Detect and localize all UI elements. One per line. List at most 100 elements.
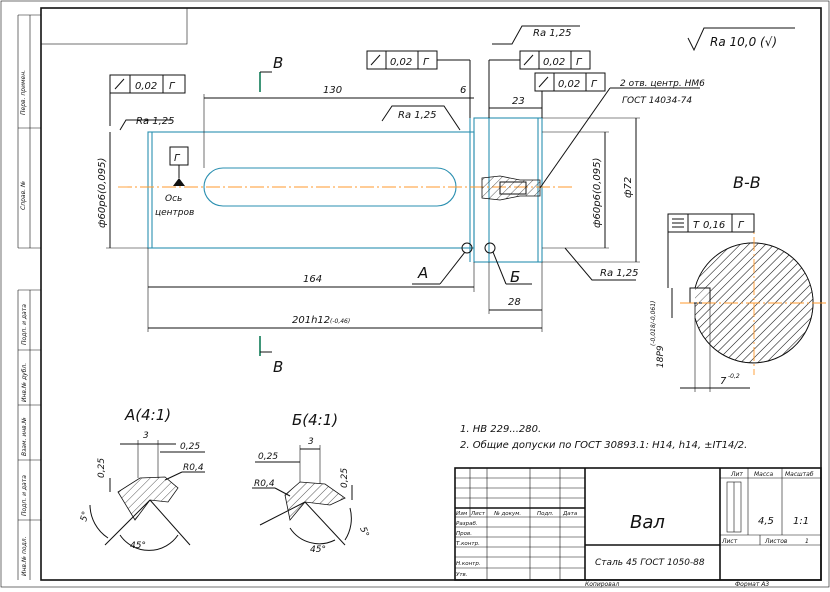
svg-text:Т: Т: [693, 220, 700, 231]
svg-text:Дата: Дата: [562, 511, 578, 517]
runout-top-datum: Г: [423, 57, 430, 68]
svg-text:R0,4: R0,4: [254, 479, 275, 489]
svg-text:Формат A3: Формат A3: [735, 581, 769, 588]
note-1: 1. HB 229...280.: [460, 424, 541, 435]
svg-text:0,25: 0,25: [180, 442, 200, 452]
svg-text:7: 7: [720, 376, 727, 387]
svg-text:3: 3: [143, 431, 149, 441]
svg-text:Б: Б: [510, 268, 520, 286]
detail-a-title: А(4:1): [124, 406, 171, 424]
runout-right-value: 0,02: [543, 57, 565, 68]
ra-top-text: Ra 1,25: [533, 28, 572, 39]
svg-text:ГОСТ 14034-74: ГОСТ 14034-74: [622, 96, 692, 106]
runout-top-value: 0,02: [390, 57, 412, 68]
svg-text:В: В: [273, 54, 283, 72]
dim-130: 130: [203, 85, 470, 168]
general-roughness: Ra 10,0 (√): [687, 27, 795, 52]
svg-text:130: 130: [323, 85, 342, 96]
detail-b: Б(4:1) 3 0,25 0,25 R0,4 5° 45°: [252, 411, 370, 555]
svg-text:201h12: 201h12: [292, 315, 330, 326]
dim-dia-72: ф72: [542, 117, 640, 263]
ra-right-text: Ra 1,25: [600, 268, 639, 279]
svg-text:23: 23: [512, 96, 525, 107]
ra-top: Ra 1,25: [492, 25, 580, 45]
svg-text:0,25: 0,25: [97, 458, 107, 478]
svg-text:Разраб.: Разраб.: [456, 521, 478, 527]
dim-28: 28: [488, 262, 543, 332]
perv-primen-label: Перв. примен.: [20, 70, 27, 115]
svg-text:ф72: ф72: [623, 177, 634, 198]
svg-text:Листов: Листов: [764, 538, 788, 545]
shaft-left-journal: [147, 131, 475, 249]
svg-text:Лист: Лист: [721, 538, 738, 545]
svg-text:(-0,018/-0,061): (-0,018/-0,061): [650, 301, 657, 346]
runout-right-datum: Г: [576, 57, 583, 68]
axis-label-2: центров: [155, 208, 194, 218]
svg-text:2 отв. центр. НМ6: 2 отв. центр. НМ6: [620, 79, 705, 89]
svg-text:№ докум.: № докум.: [493, 511, 521, 517]
axis-label-1: Ось: [165, 194, 182, 204]
svg-text:4,5: 4,5: [758, 516, 774, 527]
svg-text:-0,2: -0,2: [728, 373, 740, 380]
left-margin-upper: Перв. примен. Справ. №: [17, 14, 41, 249]
svg-text:45°: 45°: [310, 545, 326, 555]
title-block: Изм Лист № докум. Подп. Дата Разраб. Про…: [454, 467, 822, 588]
dim-dia-left: ф60р6(0,095): [97, 132, 148, 249]
section-mark-bottom: В: [259, 336, 283, 376]
top-left-box: [40, 7, 188, 45]
svg-text:Лит: Лит: [730, 471, 743, 478]
svg-text:(-0,46): (-0,46): [330, 318, 350, 325]
podp-data-label-2: Подп. и дата: [21, 475, 28, 516]
runout-left-datum: Г: [169, 81, 176, 92]
runout-frame-top: 0,02 Г: [366, 50, 471, 118]
svg-text:0,25: 0,25: [340, 468, 350, 488]
runout-right2-value: 0,02: [558, 79, 580, 90]
dim-23: 23: [489, 96, 542, 109]
center-hole-section: [481, 175, 541, 201]
datum-g-marker: Г Ось центров: [155, 146, 194, 218]
runout-frame-right-1: 0,02 Г: [488, 50, 591, 118]
svg-text:Копировал: Копировал: [585, 581, 619, 588]
svg-text:Н.контр.: Н.контр.: [456, 561, 481, 567]
datum-g-text: Г: [174, 153, 181, 164]
ra-left-text: Ra 1,25: [136, 116, 175, 127]
label-b-leader: Б: [492, 251, 532, 286]
svg-text:0,16: 0,16: [703, 220, 725, 231]
dim-6: 6: [456, 85, 474, 99]
note-2: 2. Общие допуски по ГОСТ 30893.1: H14, h…: [460, 439, 747, 451]
runout-right2-datum: Г: [591, 79, 598, 90]
svg-text:А: А: [417, 264, 428, 282]
dim-164: 164: [147, 248, 475, 332]
runout-frame-right-2: 0,02 Г: [534, 72, 606, 118]
svg-text:Утв.: Утв.: [456, 572, 468, 578]
ra-mid: Ra 1,25: [381, 105, 461, 131]
ra-mid-text: Ra 1,25: [398, 110, 437, 121]
svg-text:Масштаб: Масштаб: [785, 471, 814, 478]
main-view: [118, 117, 572, 263]
runout-left-value: 0,02: [135, 81, 157, 92]
inner-frame: [40, 7, 822, 581]
inv-podl-label: Инв.№ подл.: [21, 536, 28, 576]
label-a-leader: А: [412, 251, 466, 285]
svg-text:Изм: Изм: [456, 511, 467, 517]
svg-text:R0,4: R0,4: [183, 463, 204, 473]
sprav-label: Справ. №: [20, 181, 27, 210]
svg-text:Подп.: Подп.: [537, 511, 554, 517]
svg-text:ф60р6(0,095): ф60р6(0,095): [592, 158, 603, 228]
general-roughness-text: Ra 10,0 (√): [710, 35, 777, 49]
section-title: В-В: [733, 173, 761, 192]
svg-text:Масса: Масса: [754, 471, 773, 478]
svg-text:1:1: 1:1: [793, 516, 809, 527]
section-view: В-В Т 0,16 Г 18P9 (-0,018/-0,061) 7 -0,2: [650, 173, 828, 392]
detail-a: А(4:1) 3 0,25 0,25 R0,4 5° 45°: [79, 406, 205, 551]
svg-text:0,25: 0,25: [258, 452, 278, 462]
inv-dubl-label: Инв.№ дубл.: [21, 363, 28, 402]
shaft-collar: [473, 117, 543, 263]
svg-text:Т.контр.: Т.контр.: [456, 541, 480, 547]
svg-text:В: В: [273, 358, 283, 376]
svg-text:5°: 5°: [79, 510, 91, 522]
svg-text:18P9: 18P9: [656, 345, 666, 368]
podp-data-label-1: Подп. и дата: [21, 304, 28, 345]
